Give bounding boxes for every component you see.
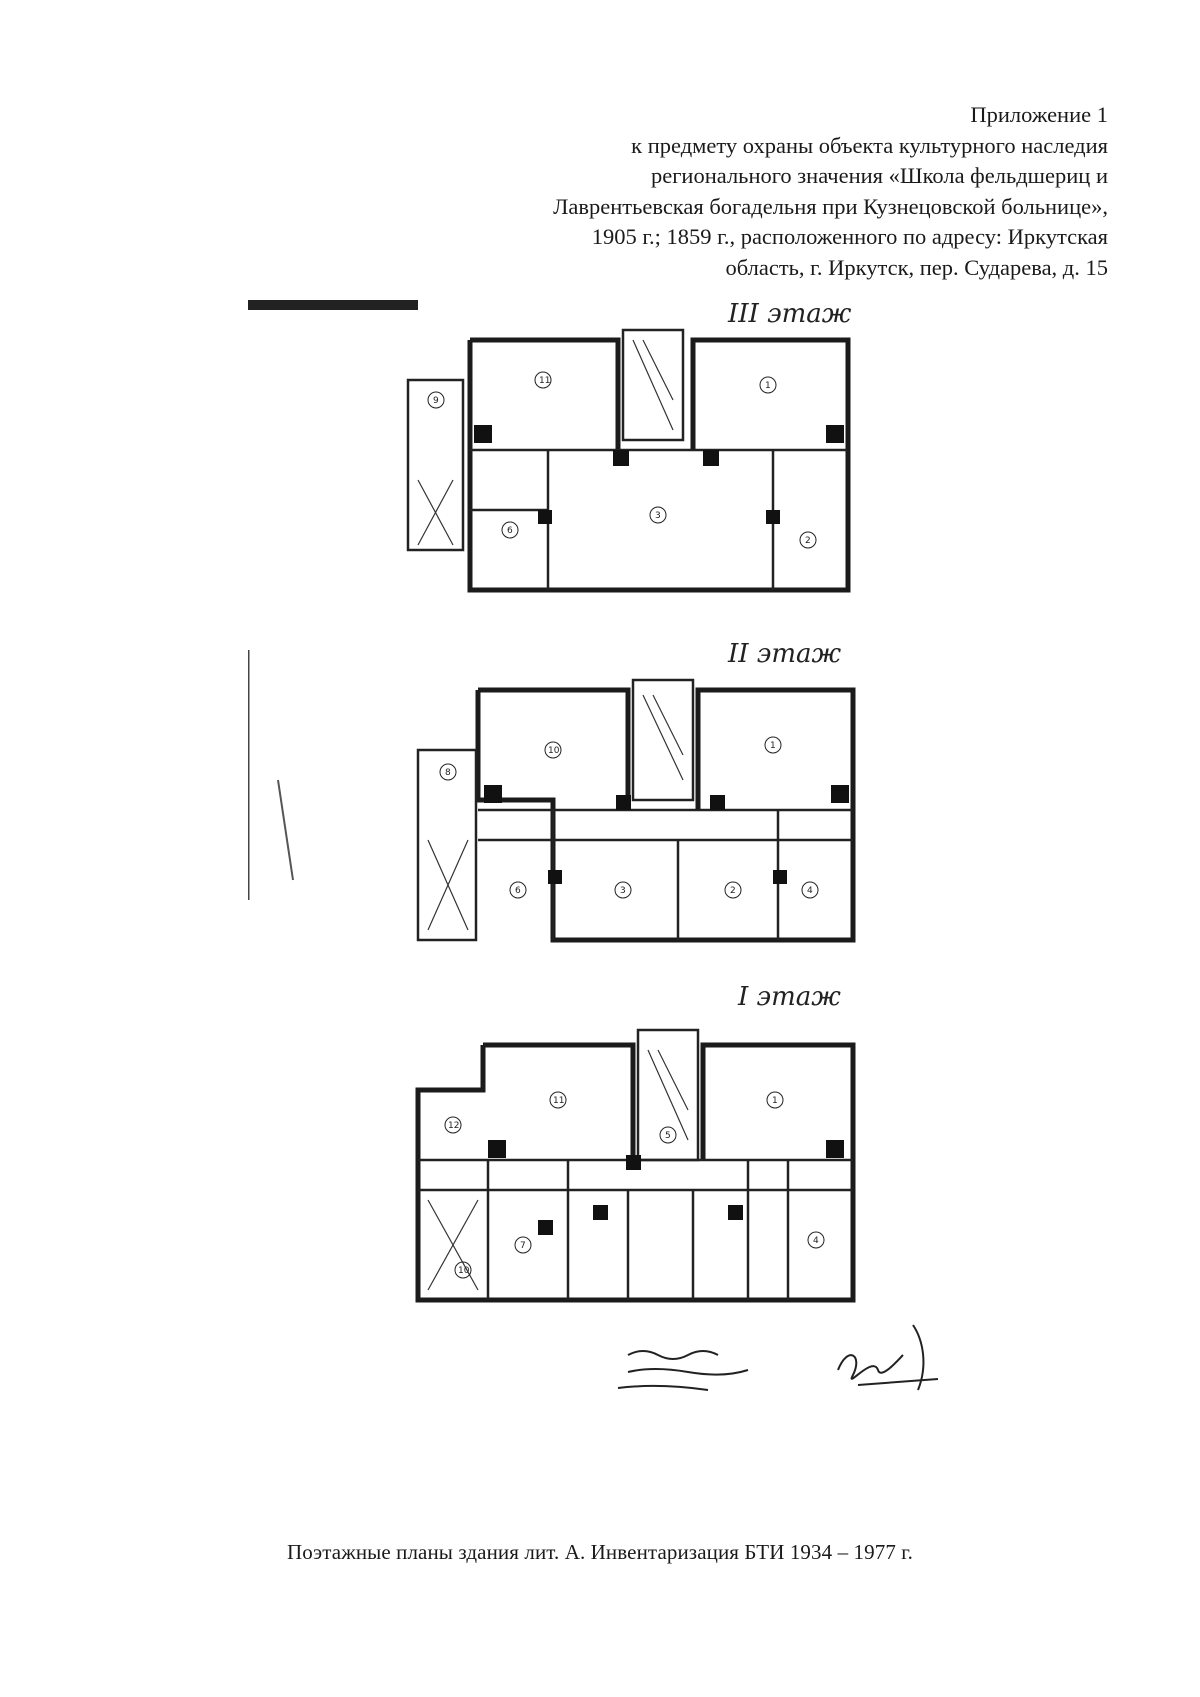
room-marker: 5 <box>659 1126 677 1144</box>
wall <box>470 337 621 450</box>
handwritten-note <box>627 1368 749 1376</box>
svg-text:2: 2 <box>805 536 811 546</box>
stairwell <box>631 678 695 802</box>
stove <box>710 795 725 810</box>
stove <box>548 870 562 884</box>
svg-text:11: 11 <box>539 376 550 386</box>
stair-annex <box>416 748 478 942</box>
floor-2-label: II этаж <box>727 639 842 669</box>
stove <box>826 1140 844 1158</box>
stove <box>538 1220 553 1235</box>
stove <box>474 425 492 443</box>
stairwell <box>621 328 685 442</box>
floor-plan-1: I этаж 11 1 12 7 4 5 10 <box>415 982 856 1303</box>
stove <box>773 870 787 884</box>
stair-hatch <box>427 694 684 931</box>
signature <box>837 1354 904 1380</box>
stove <box>488 1140 506 1158</box>
stair-hatch <box>427 1049 689 1291</box>
wall <box>467 337 851 593</box>
room-marker: 3 <box>649 506 667 524</box>
wall <box>415 1042 856 1303</box>
appendix-header: Приложение 1 к предмету охраны объекта к… <box>348 100 1108 283</box>
room-marker: 6 <box>509 881 527 899</box>
floor-plan-2: II этаж 10 1 3 2 6 4 8 <box>416 639 856 943</box>
room-marker: 9 <box>427 391 445 409</box>
stove <box>831 785 849 803</box>
appendix-line-2: к предмету охраны объекта культурного на… <box>631 132 1108 158</box>
room-marker: 6 <box>501 521 519 539</box>
svg-text:11: 11 <box>553 1096 564 1106</box>
figure-caption: Поэтажные планы здания лит. А. Инвентари… <box>287 1540 913 1564</box>
room-marker: 1 <box>764 736 782 754</box>
svg-text:1: 1 <box>772 1096 778 1106</box>
stove <box>538 510 552 524</box>
svg-text:2: 2 <box>730 886 736 896</box>
stove <box>766 510 780 524</box>
svg-text:3: 3 <box>620 886 626 896</box>
room-marker: 11 <box>549 1091 567 1109</box>
stair-annex <box>406 378 465 552</box>
room-marker: 2 <box>724 881 742 899</box>
scan-edge-artifact <box>248 300 418 310</box>
stove <box>826 425 844 443</box>
room-marker: 10 <box>454 1261 472 1279</box>
svg-text:5: 5 <box>665 1131 671 1141</box>
room-marker: 7 <box>514 1236 532 1254</box>
appendix-line-3: регионального значения «Школа фельдшериц… <box>650 163 1108 188</box>
scan-edge-artifact <box>277 779 294 881</box>
svg-text:4: 4 <box>813 1236 819 1246</box>
handwritten-note <box>617 1384 709 1391</box>
svg-text:1: 1 <box>770 741 776 751</box>
stove <box>728 1205 743 1220</box>
appendix-title: Приложение 1 <box>970 102 1108 127</box>
appendix-line-5: 1905 г.; 1859 г., расположенного по адре… <box>591 224 1108 249</box>
room-marker: 2 <box>799 531 817 549</box>
floor-plan-3: III этаж 11 1 3 6 2 9 <box>406 300 852 593</box>
svg-text:10: 10 <box>548 746 560 756</box>
floor-1-label: I этаж <box>737 982 841 1012</box>
stove <box>613 450 629 466</box>
room-marker: 1 <box>766 1091 784 1109</box>
stove <box>484 785 502 803</box>
floor-3-label: III этаж <box>727 300 852 329</box>
room-marker: 12 <box>444 1116 462 1134</box>
room-marker: 1 <box>759 376 777 394</box>
floor-plans-scan: III этаж 11 1 3 6 2 9 II этаж <box>248 300 939 1391</box>
handwritten-note <box>627 1350 719 1360</box>
wall <box>483 1042 636 1160</box>
svg-text:6: 6 <box>515 886 521 896</box>
svg-text:1: 1 <box>765 381 771 391</box>
svg-text:8: 8 <box>445 768 451 778</box>
svg-text:12: 12 <box>448 1121 459 1131</box>
appendix-line-6: область, г. Иркутск, пер. Сударева, д. 1… <box>725 254 1109 280</box>
svg-text:9: 9 <box>433 396 439 406</box>
stove <box>703 450 719 466</box>
room-marker: 11 <box>534 371 552 389</box>
svg-text:10: 10 <box>458 1266 470 1276</box>
stove <box>626 1155 641 1170</box>
svg-text:6: 6 <box>507 526 513 536</box>
svg-text:7: 7 <box>520 1241 526 1251</box>
room-marker: 10 <box>544 741 562 759</box>
stove <box>593 1205 608 1220</box>
handwritten-notes <box>617 1324 939 1391</box>
room-marker: 8 <box>439 763 457 781</box>
signature <box>857 1378 939 1386</box>
appendix-line-4: Лаврентьевская богадельня при Кузнецовск… <box>553 193 1108 219</box>
stair-hatch <box>417 339 674 546</box>
svg-text:3: 3 <box>655 511 661 521</box>
wall <box>478 687 631 810</box>
wall <box>475 687 856 943</box>
room-marker: 4 <box>801 881 819 899</box>
signature <box>912 1324 925 1391</box>
room-marker: 4 <box>807 1231 825 1249</box>
room-marker: 3 <box>614 881 632 899</box>
stove <box>616 795 631 810</box>
svg-text:4: 4 <box>807 886 813 896</box>
